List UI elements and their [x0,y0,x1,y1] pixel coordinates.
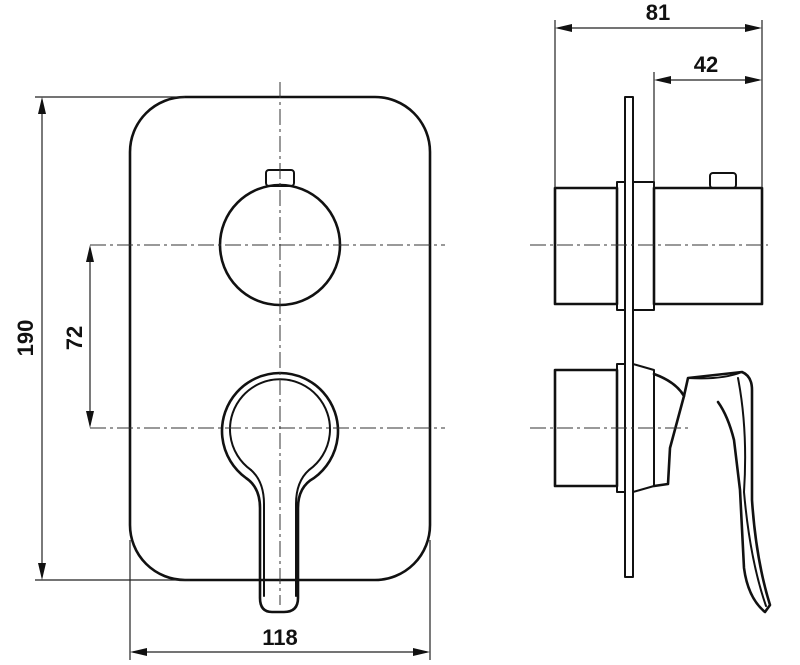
wall-plate-section [624,96,634,578]
front-view [90,82,445,614]
dim-label-overall-height: 190 [13,320,38,357]
dim-label-depth-partial: 42 [694,52,718,77]
dim-label-depth-total: 81 [646,0,670,25]
dimension-depth-partial: 42 [653,52,762,188]
dimension-axis-spacing: 72 [62,245,94,428]
dimension-overall-height: 190 [13,96,190,581]
lower-body-section [553,363,772,614]
dimension-overall-width: 118 [129,540,431,660]
dimension-depth-total: 81 [554,0,763,188]
side-view [530,96,772,614]
dim-label-overall-width: 118 [262,625,298,650]
upper-body-section [553,172,764,311]
dim-label-axis-spacing: 72 [62,326,87,350]
